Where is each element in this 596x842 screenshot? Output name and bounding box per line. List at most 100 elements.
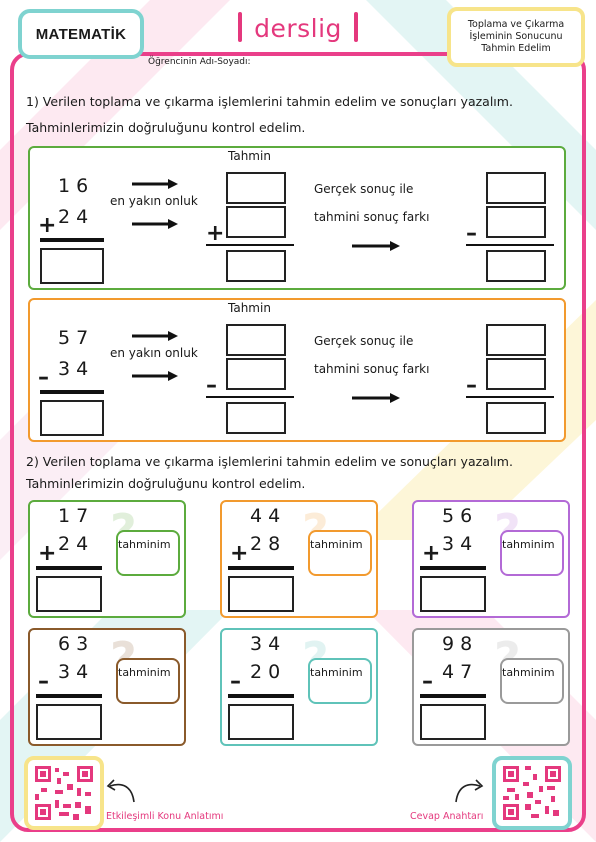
subject-title: MATEMATİK [18,9,144,59]
difference-box-2[interactable] [486,358,546,390]
difference-line [466,244,554,246]
sum-line [40,238,104,242]
difference-line [466,396,554,398]
estimate-label: tahminim [502,538,555,551]
estimate-box[interactable] [116,658,180,704]
section2-instruction-1: 2) Verilen toplama ve çıkarma işlemlerin… [26,454,513,469]
problem-box [28,146,566,290]
arrow-icon [352,241,400,251]
sum-line [228,566,294,570]
section1-instruction-2: Tahminlerimizin doğruluğunu kontrol edel… [26,120,306,135]
first-number: 56 [442,505,479,527]
arrow-icon [132,179,178,189]
operator-sign: + [422,541,441,566]
estimate-box-2[interactable] [226,358,286,390]
difference-box-1[interactable] [486,324,546,356]
estimate-operator: + [206,221,225,246]
difference-result-box[interactable] [486,402,546,434]
problem-box [28,298,566,442]
brand-bar-right [354,12,358,42]
second-number: 28 [250,533,287,555]
section2-instruction-2: Tahminlerimizin doğruluğunu kontrol edel… [26,476,306,491]
curved-arrow-left-icon [106,779,135,803]
sum-line [36,694,102,698]
difference-label-1: Gerçek sonuç ile [314,334,414,348]
operator-sign: + [230,541,249,566]
difference-label-2: tahmini sonuç farkı [314,362,430,376]
estimate-label: tahminim [502,666,555,679]
page-frame [10,52,586,832]
answer-box[interactable] [40,248,104,284]
arrow-icon [352,393,400,403]
operator-sign: + [38,541,57,566]
difference-box-2[interactable] [486,206,546,238]
sum-line [40,390,104,394]
first-number: 98 [442,633,479,655]
estimate-label: tahminim [118,538,171,551]
estimate-label: Tahmin [228,149,271,163]
answer-box[interactable] [228,576,294,612]
second-number: 34 [442,533,479,555]
estimate-box[interactable] [308,530,372,576]
estimate-label: tahminim [118,666,171,679]
arrow-icon [132,331,178,341]
student-name-label: Öğrencinin Adı-Soyadı: [148,57,251,67]
estimate-operator: – [206,373,217,398]
first-number: 34 [250,633,287,655]
sum-line [420,566,486,570]
operator-sign: – [230,669,241,694]
nearest-ten-label: en yakın onluk [110,194,198,208]
second-number: 47 [442,661,479,683]
difference-operator: – [466,373,477,398]
qr-code-lesson[interactable] [24,756,104,830]
difference-box-1[interactable] [486,172,546,204]
answer-box[interactable] [36,704,102,740]
estimate-box-1[interactable] [226,324,286,356]
operator-sign: – [38,669,49,694]
qr-code-answers[interactable] [492,756,572,830]
estimate-result-box[interactable] [226,402,286,434]
answer-box[interactable] [228,704,294,740]
sum-line [228,694,294,698]
difference-result-box[interactable] [486,250,546,282]
estimate-box-1[interactable] [226,172,286,204]
first-number: 17 [58,505,95,527]
estimate-label: tahminim [310,666,363,679]
estimate-result-box[interactable] [226,250,286,282]
qr-code-icon [501,764,563,822]
difference-operator: – [466,221,477,246]
sum-line [36,566,102,570]
operator-sign: – [38,365,49,390]
answer-box[interactable] [36,576,102,612]
estimate-line [206,244,294,246]
estimate-box[interactable] [500,530,564,576]
difference-label-2: tahmini sonuç farkı [314,210,430,224]
estimate-label: Tahmin [228,301,271,315]
answer-key-label[interactable]: Cevap Anahtarı [410,811,484,822]
sum-line [420,694,486,698]
first-number: 63 [58,633,95,655]
second-number: 34 [58,358,95,380]
operator-sign: + [38,213,57,238]
answer-box[interactable] [420,576,486,612]
brand-logo: derslig [254,13,342,43]
estimate-box[interactable] [308,658,372,704]
first-number: 16 [58,175,95,197]
second-number: 20 [250,661,287,683]
first-number: 44 [250,505,287,527]
first-number: 57 [58,327,95,349]
estimate-label: tahminim [310,538,363,551]
difference-label-1: Gerçek sonuç ile [314,182,414,196]
interactive-lesson-label[interactable]: Etkileşimli Konu Anlatımı [106,811,224,822]
operator-sign: – [422,669,433,694]
answer-box[interactable] [40,400,104,436]
arrow-icon [132,219,178,229]
estimate-box[interactable] [116,530,180,576]
second-number: 24 [58,206,95,228]
answer-box[interactable] [420,704,486,740]
estimate-box[interactable] [500,658,564,704]
estimate-box-2[interactable] [226,206,286,238]
nearest-ten-label: en yakın onluk [110,346,198,360]
curved-arrow-right-icon [455,779,484,803]
topic-title: Toplama ve Çıkarma İşleminin Sonucunu Ta… [447,7,585,67]
